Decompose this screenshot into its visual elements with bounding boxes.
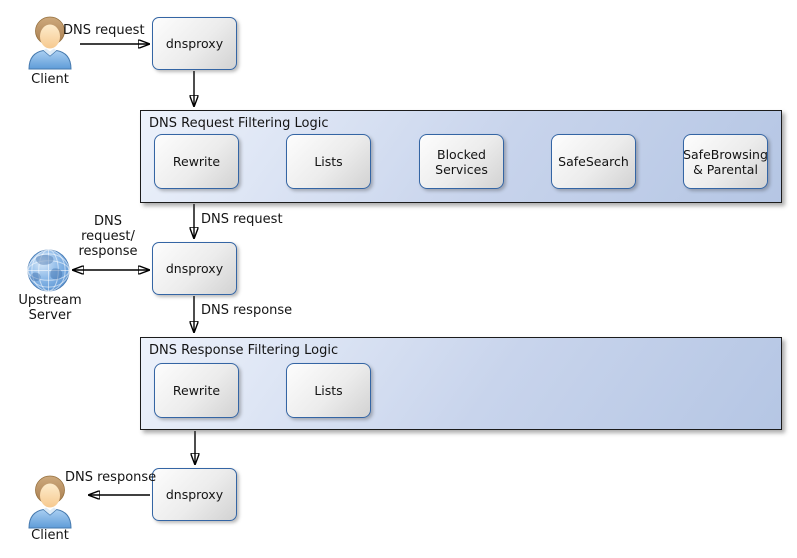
filter-box-lists-response: Lists [286, 363, 371, 418]
filter-box-safesearch: SafeSearch [551, 134, 636, 189]
request-filter-container: DNS Request Filtering Logic Rewrite List… [140, 110, 782, 203]
client-response-label: DNS response [65, 470, 157, 485]
filter-box-lists-request: Lists [286, 134, 371, 189]
upstream-exchange-label: DNS request/ response [78, 214, 138, 259]
upstream-server-label: Upstream Server [18, 293, 82, 323]
response-filter-container: DNS Response Filtering Logic Rewrite Lis… [140, 337, 782, 430]
filter-box-rewrite-response: Rewrite [154, 363, 239, 418]
request-filter-title: DNS Request Filtering Logic [149, 116, 329, 131]
client-top-label: Client [31, 72, 69, 87]
dnsproxy-node-top: dnsproxy [152, 17, 237, 70]
client-bottom-label: Client [31, 528, 69, 543]
globe-icon [25, 247, 72, 298]
upstream-response-label: DNS response [201, 303, 293, 318]
filter-box-blocked-services: Blocked Services [419, 134, 504, 189]
client-icon-bottom [24, 472, 76, 534]
response-filter-title: DNS Response Filtering Logic [149, 343, 339, 358]
filter-box-rewrite-request: Rewrite [154, 134, 239, 189]
filter-box-safebrowsing-parental: SafeBrowsing & Parental [683, 134, 768, 189]
dnsproxy-node-bottom: dnsproxy [152, 468, 237, 521]
dnsproxy-node-middle: dnsproxy [152, 242, 237, 295]
client-request-label: DNS request [63, 23, 145, 38]
filtered-request-label: DNS request [201, 212, 283, 227]
client-icon [24, 13, 76, 75]
